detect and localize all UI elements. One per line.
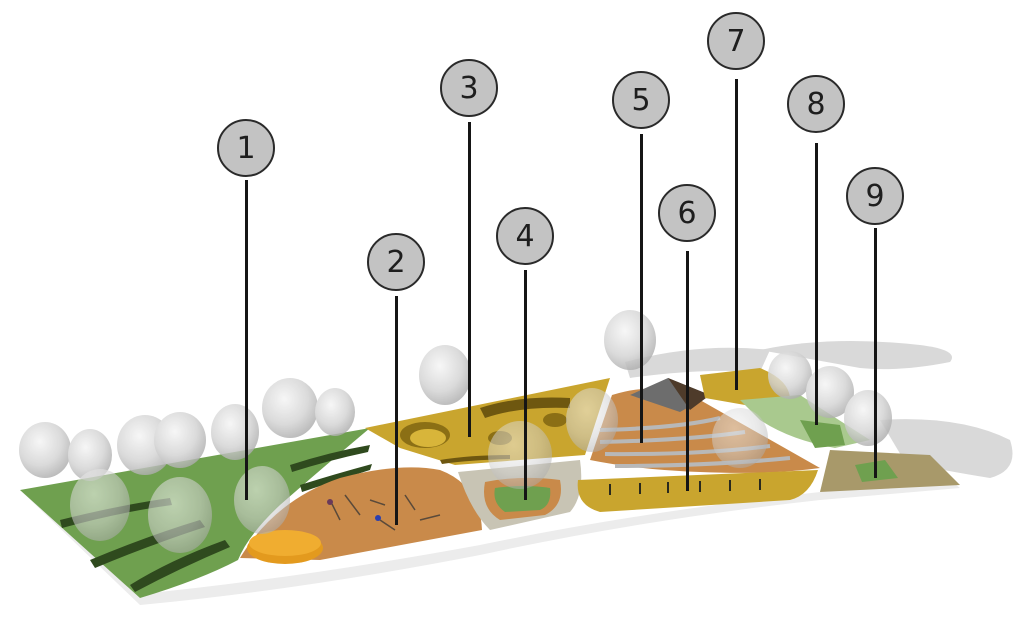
callout-4: 4 bbox=[496, 207, 554, 265]
leader-line-6 bbox=[686, 251, 689, 491]
leader-line-5 bbox=[640, 134, 643, 443]
callout-9: 9 bbox=[846, 167, 904, 225]
callout-1: 1 bbox=[217, 119, 275, 177]
callout-5: 5 bbox=[612, 71, 670, 129]
leader-line-3 bbox=[468, 122, 471, 437]
leader-line-1 bbox=[245, 180, 248, 500]
leader-line-9 bbox=[874, 228, 877, 478]
leader-line-2 bbox=[395, 296, 398, 525]
callout-6: 6 bbox=[658, 184, 716, 242]
leader-line-8 bbox=[815, 143, 818, 425]
base-slab bbox=[20, 480, 960, 605]
callout-3: 3 bbox=[440, 59, 498, 117]
callout-7: 7 bbox=[707, 12, 765, 70]
callout-8: 8 bbox=[787, 75, 845, 133]
leader-line-7 bbox=[735, 79, 738, 390]
zone-2-playground bbox=[240, 467, 482, 564]
zone-7-lawn-corner bbox=[700, 368, 790, 405]
leader-line-4 bbox=[524, 270, 527, 500]
zone-4-paved bbox=[458, 460, 582, 530]
callout-2: 2 bbox=[367, 233, 425, 291]
trees bbox=[19, 310, 892, 553]
zone-8-green-area bbox=[740, 395, 870, 448]
zone-6-fitness bbox=[577, 470, 818, 512]
